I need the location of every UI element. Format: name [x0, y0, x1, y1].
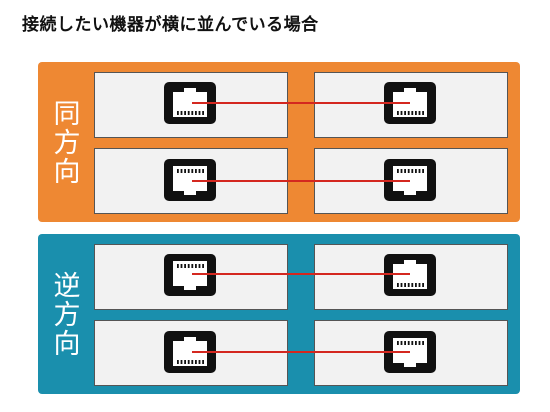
lan-cable-line: [192, 180, 410, 182]
reverse-direction-label: 逆方向: [48, 270, 80, 358]
diagram-title: 接続したい機器が横に並んでいる場合: [22, 15, 319, 35]
port-socket-icon: [173, 88, 207, 117]
port-socket-icon: [393, 166, 427, 195]
same-direction-label: 同方向: [48, 98, 80, 186]
lan-port-icon: [384, 254, 436, 296]
lan-port-icon: [164, 254, 216, 296]
lan-cable-line: [192, 351, 410, 353]
port-socket-icon: [173, 166, 207, 195]
lan-cable-line: [192, 102, 410, 104]
lan-cable-line: [192, 273, 410, 275]
port-socket-icon: [393, 260, 427, 289]
port-socket-icon: [393, 88, 427, 117]
port-socket-icon: [393, 338, 427, 367]
port-socket-icon: [173, 337, 207, 366]
port-socket-icon: [173, 261, 207, 290]
